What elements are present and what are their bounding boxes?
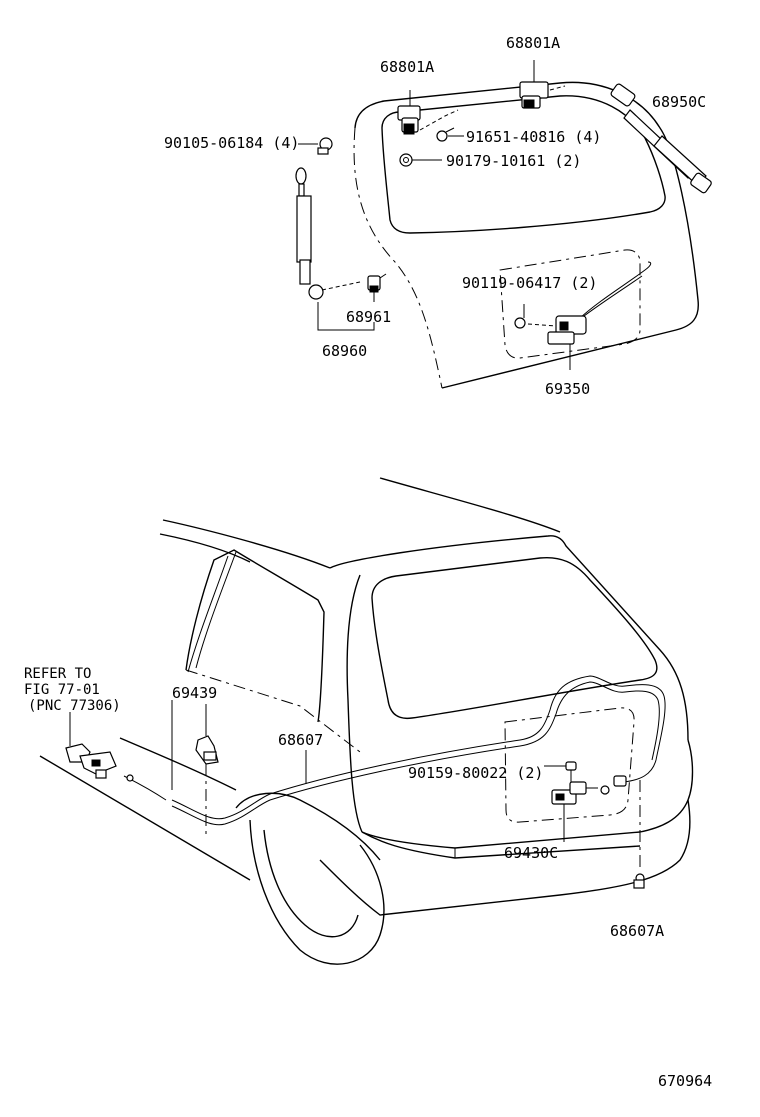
label-91651: 91651-40816 (4) <box>466 128 601 146</box>
latch-refer <box>65 712 117 779</box>
hinge-right <box>519 60 566 109</box>
strut-right <box>610 83 712 194</box>
strut-left <box>295 167 361 300</box>
vehicle-body <box>39 477 694 965</box>
bracket-line-68960 <box>317 302 375 331</box>
label-68950C: 68950C <box>652 93 706 111</box>
label-69439: 69439 <box>172 684 217 702</box>
label-90105: 90105-06184 (4) <box>164 134 299 152</box>
bolt-90105 <box>298 137 333 155</box>
label-68961: 68961 <box>346 308 391 326</box>
label-69430C: 69430C <box>504 844 558 862</box>
label-68607: 68607 <box>278 731 323 749</box>
bolt-91651 <box>419 109 464 142</box>
label-refer-2: FIG 77-01 <box>24 682 100 698</box>
label-refer-3: (PNC 77306) <box>28 698 121 714</box>
label-68607A: 68607A <box>610 922 664 940</box>
latch-69430C <box>544 761 598 842</box>
label-refer-1: REFER TO <box>24 666 91 682</box>
back-door-panel <box>353 81 699 389</box>
label-90179: 90179-10161 (2) <box>446 152 581 170</box>
label-90159: 90159-80022 (2) <box>408 764 543 782</box>
label-68801A-right: 68801A <box>506 34 560 52</box>
hinge-left <box>397 90 421 135</box>
label-90119: 90119-06417 (2) <box>462 274 597 292</box>
cable-68607 <box>123 675 666 826</box>
label-68960: 68960 <box>322 342 367 360</box>
bracket-69439 <box>171 700 219 836</box>
label-68801A-left: 68801A <box>380 58 434 76</box>
figure-number: 670964 <box>658 1072 712 1090</box>
strut-bracket <box>367 273 387 302</box>
label-69350: 69350 <box>545 380 590 398</box>
nut-90179 <box>399 153 442 167</box>
clip-68607A <box>633 780 645 889</box>
lock-69350 <box>514 261 652 370</box>
